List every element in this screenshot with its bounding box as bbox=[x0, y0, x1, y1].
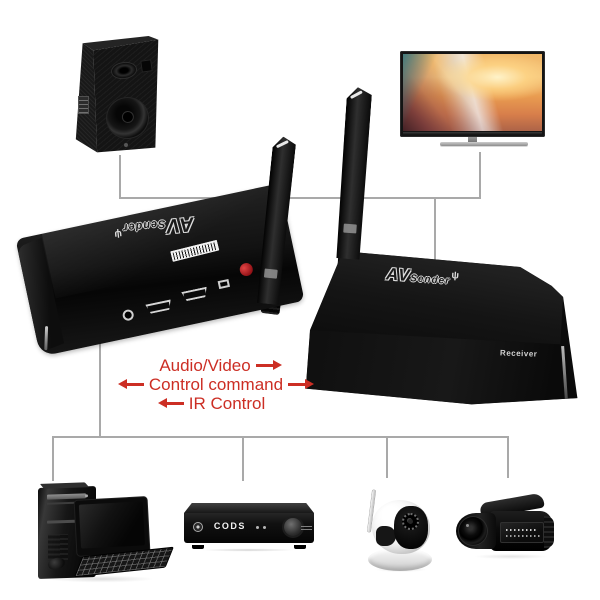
stb-knob bbox=[284, 517, 303, 536]
connector-camera-drop bbox=[386, 436, 388, 478]
camcorder-grip bbox=[544, 516, 554, 548]
speaker-side-label bbox=[77, 96, 90, 114]
antenna-sticker bbox=[264, 268, 278, 278]
receiver-logo-av: AV bbox=[385, 264, 411, 286]
stb-button-dot bbox=[255, 525, 259, 529]
connector-speaker-drop bbox=[119, 155, 121, 199]
receiver-logo-model: Sender bbox=[409, 273, 451, 287]
desktop-computer bbox=[20, 470, 176, 588]
stb-shadow bbox=[186, 548, 311, 552]
annotation-row-ir-control: IR Control bbox=[118, 394, 314, 413]
antenna-icon: ψ bbox=[450, 269, 461, 282]
receiver-antenna bbox=[335, 87, 372, 260]
annotation-row-audio-video: Audio/Video bbox=[118, 356, 314, 375]
connector-receiver-drop bbox=[434, 197, 436, 275]
speaker-logo-badge bbox=[124, 142, 129, 147]
annotation-text: Audio/Video bbox=[159, 356, 251, 375]
stb-foot bbox=[294, 545, 306, 549]
connector-stb-drop bbox=[242, 436, 244, 481]
connector-pc-drop bbox=[52, 436, 54, 481]
tv-stand-base bbox=[440, 142, 528, 146]
transmission-annotation: Audio/Video Control command IR Control bbox=[117, 356, 315, 413]
annotation-text: Control command bbox=[148, 375, 284, 394]
sender-gloss bbox=[41, 183, 294, 299]
pc-monitor bbox=[73, 496, 151, 573]
receiver-unit: AVSenderψ Receiver bbox=[305, 251, 578, 405]
camera-side-panel bbox=[376, 526, 396, 546]
av-jack-port bbox=[121, 308, 135, 322]
stb-display: CODS bbox=[213, 520, 246, 531]
camera-face-plate bbox=[394, 506, 428, 549]
stb-logo-badge bbox=[193, 522, 204, 532]
tv-screen-sunset-image bbox=[403, 54, 542, 131]
connector-camcorder-drop bbox=[507, 436, 509, 478]
left-arrow-icon bbox=[157, 398, 184, 408]
set-top-box: CODS bbox=[184, 503, 314, 552]
stb-button-dot bbox=[263, 525, 267, 529]
camcorder-screen-text bbox=[506, 529, 536, 531]
camera-base bbox=[368, 548, 432, 571]
connector-tv-drop bbox=[479, 152, 481, 199]
ip-camera bbox=[356, 489, 444, 574]
antenna-icon: ψ bbox=[113, 227, 123, 240]
camcorder-flip-screen bbox=[500, 522, 544, 543]
connector-top-bus bbox=[119, 197, 481, 199]
stb-front-panel: CODS bbox=[184, 513, 314, 543]
tv bbox=[400, 51, 546, 149]
camcorder-shadow bbox=[462, 553, 560, 560]
antenna-highlight bbox=[276, 140, 289, 148]
speaker bbox=[70, 36, 167, 156]
tv-bottom-bezel bbox=[403, 132, 542, 135]
pc-monitor-screen bbox=[78, 501, 146, 549]
tv-bezel bbox=[400, 51, 545, 137]
tv-stand-neck bbox=[468, 137, 477, 143]
stb-top-face bbox=[184, 503, 314, 513]
pc-power-button bbox=[84, 494, 88, 498]
hdmi-port-1 bbox=[145, 299, 173, 314]
antenna-highlight bbox=[350, 90, 363, 99]
speaker-port-vent bbox=[140, 59, 153, 73]
connector-sender-riser bbox=[99, 330, 101, 438]
stb-foot bbox=[192, 545, 204, 549]
usb-port bbox=[217, 279, 231, 290]
antenna-sticker bbox=[343, 224, 357, 234]
sender-logo-av: AV bbox=[164, 211, 196, 237]
camcorder-lens-barrel bbox=[456, 513, 496, 549]
left-arrow-icon bbox=[117, 379, 144, 389]
camera-lens bbox=[402, 513, 419, 530]
camcorder-lens bbox=[458, 516, 488, 546]
connector-bottom-bus bbox=[52, 436, 509, 438]
sender-logo-model: Sender bbox=[121, 216, 167, 234]
stb-corner-text bbox=[301, 524, 313, 531]
right-arrow-icon bbox=[255, 360, 282, 370]
annotation-text: IR Control bbox=[188, 394, 266, 413]
receiver-panel-label: Receiver bbox=[500, 348, 538, 359]
pc-vents bbox=[48, 534, 69, 561]
red-button bbox=[238, 261, 255, 278]
hdmi-port-2 bbox=[181, 287, 209, 302]
pc-shadow bbox=[26, 574, 176, 584]
camcorder bbox=[456, 492, 564, 563]
camcorder-body bbox=[490, 511, 554, 551]
right-arrow-icon bbox=[288, 379, 315, 389]
annotation-row-control-command: Control command bbox=[117, 375, 315, 394]
camcorder-screen-text bbox=[506, 535, 540, 537]
